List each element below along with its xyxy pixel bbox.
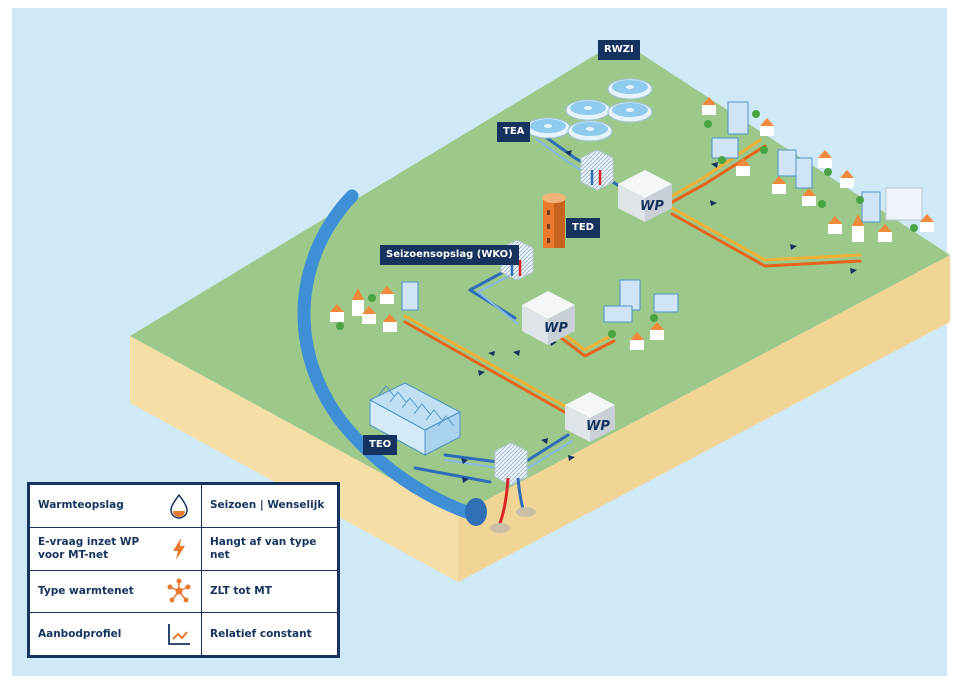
heat-pump-top-label: WP bbox=[640, 199, 664, 214]
exchanger-module-tea bbox=[580, 149, 614, 191]
heat-pump-middle-label: WP bbox=[544, 321, 568, 336]
legend-value: Hangt af van type net bbox=[201, 526, 338, 571]
legend-value: Relatief constant bbox=[201, 612, 338, 656]
legend-row: Warmteopslag Seizoen | Wenselijk bbox=[29, 484, 338, 528]
water-drop-icon bbox=[170, 493, 188, 519]
teo-label: TEO bbox=[363, 435, 398, 455]
water-tower bbox=[542, 193, 566, 248]
line-graph-icon bbox=[168, 624, 190, 646]
houses-northeast bbox=[702, 97, 934, 242]
legend-table: Warmteopslag Seizoen | Wenselijk E-vraag… bbox=[27, 482, 340, 658]
lightning-bolt-icon bbox=[173, 537, 185, 560]
flow-arrows bbox=[461, 150, 857, 483]
network-node-icon bbox=[167, 578, 191, 603]
apartments-middle bbox=[603, 279, 679, 350]
greenhouse bbox=[368, 382, 462, 456]
heat-pump-middle bbox=[522, 291, 575, 345]
heat-pump-bottom bbox=[565, 392, 615, 442]
legend-value: Seizoen | Wenselijk bbox=[201, 484, 338, 528]
legend-row: Aanbodprofiel Relatief constant bbox=[29, 612, 338, 656]
legend-row: Type warmtenet ZLT tot MT bbox=[29, 569, 338, 614]
river-outlet bbox=[465, 498, 487, 526]
exchanger-module-teo bbox=[490, 442, 536, 533]
tea-label: TEA bbox=[497, 122, 531, 142]
heat-pump-top bbox=[618, 170, 672, 222]
legend-key: Warmteopslag bbox=[38, 499, 124, 512]
houses-west bbox=[330, 281, 419, 332]
rwzi-label: RWZI bbox=[598, 40, 640, 60]
legend-key: Aanbodprofiel bbox=[38, 627, 122, 640]
legend-key: Type warmtenet bbox=[38, 584, 134, 597]
wko-label: Seizoensopslag (WKO) bbox=[380, 245, 519, 265]
legend-value: ZLT tot MT bbox=[201, 569, 338, 614]
wastewater-basins bbox=[525, 78, 653, 142]
river bbox=[297, 189, 482, 522]
legend-key: E-vraag inzet WP voor MT-net bbox=[38, 535, 140, 561]
warm-pipes bbox=[403, 138, 862, 416]
heat-pump-bottom-label: WP bbox=[586, 419, 610, 434]
soil-left-side bbox=[130, 336, 458, 582]
legend-row: E-vraag inzet WP voor MT-net Hangt af va… bbox=[29, 526, 338, 571]
ted-label: TED bbox=[566, 218, 600, 238]
soil-right-side bbox=[458, 255, 950, 582]
